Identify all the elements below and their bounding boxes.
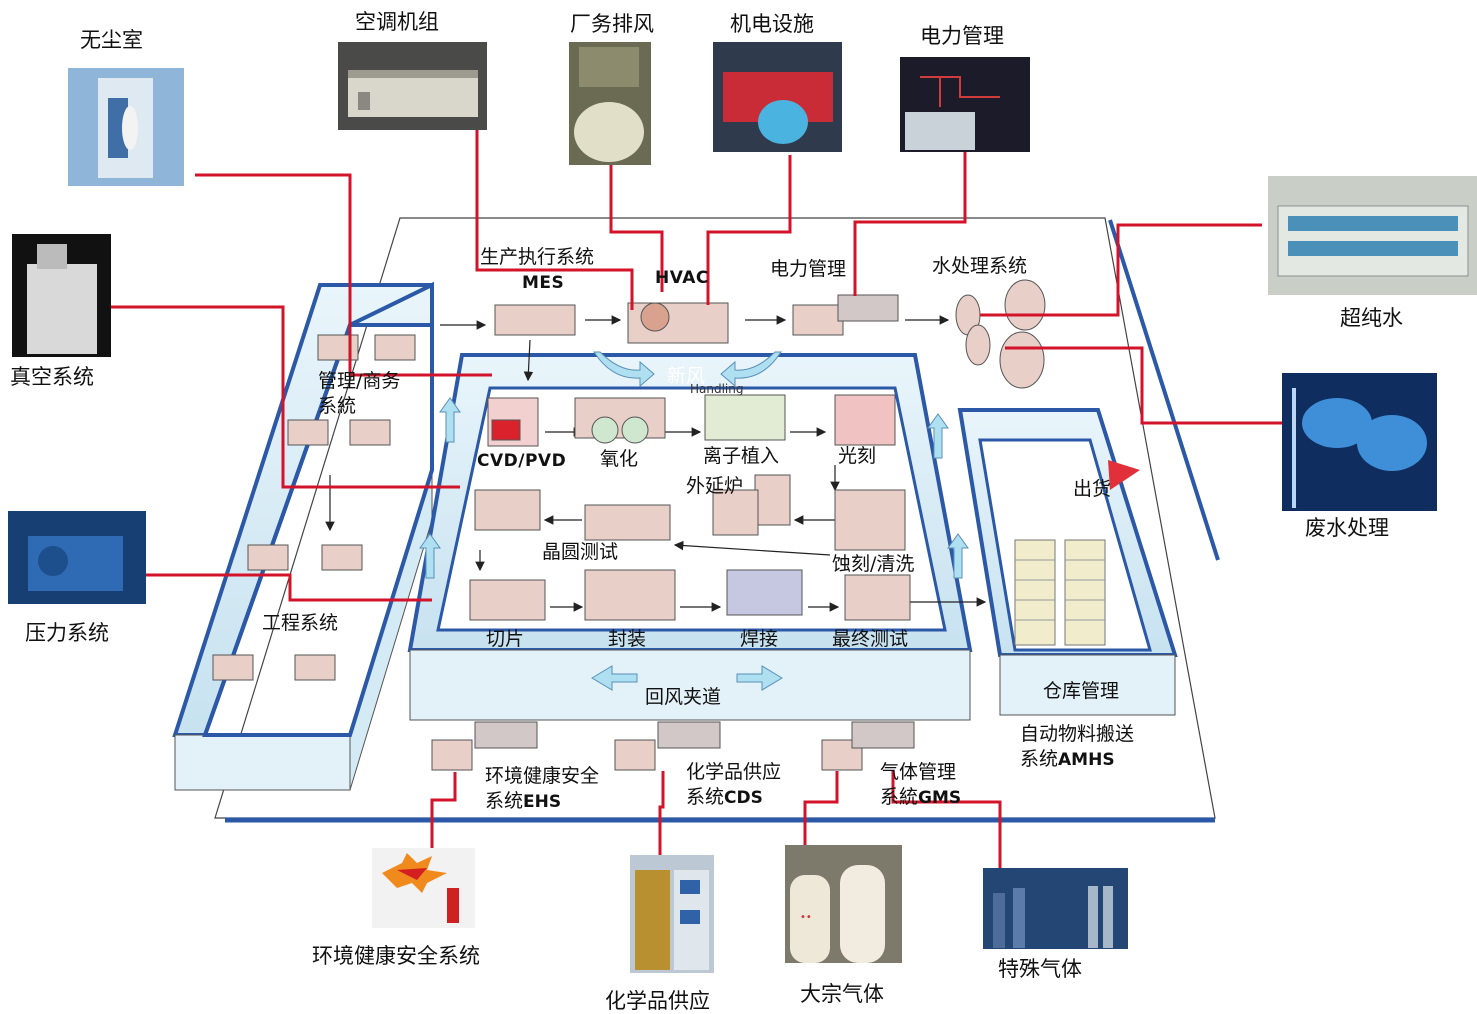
ion-implant-label: 离子植入 [703,445,780,467]
amhs-abbr: AMHS [1058,750,1115,770]
water-treatment-label: 水处理系统 [932,255,1028,277]
power-label: 电力管理 [920,24,1004,48]
bulk-gas-photo: •• [785,845,902,963]
power-mgmt-label: 电力管理 [770,258,847,280]
pressure-photo [8,511,146,604]
wafer-test-label: 晶圆测试 [542,541,619,563]
mgmt-biz-label-2: 系統 [318,395,357,417]
chemical-label: 化学品供应 [605,989,710,1013]
ahu-photo [338,42,487,130]
dicing-label: 切片 [486,628,525,650]
ehs-photo [372,848,475,928]
workstations [212,279,1046,771]
exhaust-photo [569,42,651,165]
handling-label: Handling [690,382,744,396]
amhs-label-1: 自动物料搬送 [1020,723,1135,745]
warehouse-label: 仓库管理 [1043,680,1120,702]
return-air-label: 回风夹道 [645,686,722,708]
bulk-gas-label: 大宗气体 [800,982,884,1006]
leader-lines [110,130,1282,868]
fresh-air-label: 新风 [667,365,706,387]
ehs-label: 环境健康安全系统 [312,944,480,968]
power-photo [900,57,1030,152]
wastewater-label: 废水处理 [1305,516,1389,540]
hvac-label: HVAC [655,268,709,288]
special-gas-photo [983,868,1128,949]
mep-label: 机电设施 [730,12,814,36]
special-gas-label: 特殊气体 [998,957,1082,981]
engineering-label: 工程系统 [262,612,339,634]
svg-text:••: •• [800,912,812,923]
ahu-label: 空调机组 [355,10,439,34]
packaging-label: 封装 [608,628,647,650]
cds-label-2: 系统CDS [686,786,763,808]
mep-photo [713,42,842,152]
chemical-photo [630,855,714,973]
shipping-label: 出货 [1073,478,1112,500]
cleanroom-photo [68,68,184,186]
cleanroom-label: 无尘室 [80,28,143,52]
air-arrows [419,351,969,691]
vacuum-label: 真空系统 [10,365,94,389]
cds-label-1: 化学品供应 [686,761,782,783]
ehs-system-label-1: 环境健康安全 [485,765,600,787]
epitaxy-label: 外延炉 [686,475,744,497]
vacuum-photo [12,234,111,357]
mes-label: 生产执行系统 [480,246,595,268]
mes-abbr: MES [522,273,565,293]
gms-label-1: 气体管理 [880,761,957,783]
amhs-label-2: 系统AMHS [1020,748,1115,770]
bonding-label: 焊接 [740,628,779,650]
fab-block [407,353,973,721]
gms-abbr: GMS [918,788,962,808]
pressure-label: 压力系统 [25,621,109,645]
final-test-label: 最终测试 [832,628,909,650]
exhaust-label: 厂务排风 [570,12,654,36]
upw-label: 超纯水 [1340,306,1403,330]
oxidation-label: 氧化 [600,448,639,470]
mgmt-biz-label-1: 管理/商务 [318,370,401,392]
upw-photo [1268,176,1477,295]
etch-clean-label: 蚀刻/清洗 [832,553,915,575]
cds-abbr: CDS [724,788,763,808]
wastewater-photo [1282,373,1437,511]
gms-label-2: 系統GMS [880,786,962,808]
cvd-pvd-label: CVD/PVD [477,451,567,471]
warehouse-block [957,408,1178,716]
ehs-abbr: EHS [523,792,562,812]
ehs-system-label-2: 系统EHS [485,790,562,812]
litho-label: 光刻 [838,445,877,467]
